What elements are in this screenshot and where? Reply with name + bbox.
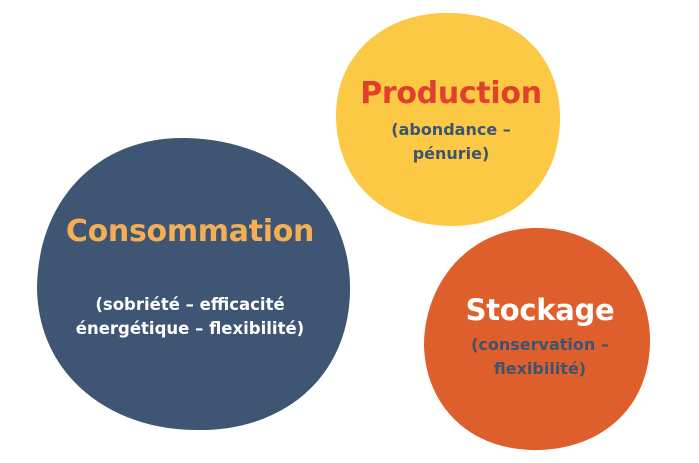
production-title: Production xyxy=(360,76,542,111)
production-circle xyxy=(336,12,560,226)
production-subtitle-line1: (abondance – xyxy=(391,120,511,139)
stockage-subtitle-line1: (conservation – xyxy=(471,335,609,354)
consommation-subtitle-line1: (sobriété – efficacité xyxy=(95,295,285,314)
stockage-subtitle: (conservation – flexibilité) xyxy=(428,333,652,381)
production-subtitle: (abondance – pénurie) xyxy=(340,118,562,166)
consommation-subtitle-line2: énergétique – flexibilité) xyxy=(75,319,305,338)
consommation-subtitle: (sobriété – efficacité énergétique – fle… xyxy=(40,293,340,341)
stockage-subtitle-line2: flexibilité) xyxy=(493,359,587,378)
consommation-circle xyxy=(37,137,351,431)
stockage-circle xyxy=(424,227,651,451)
production-subtitle-line2: pénurie) xyxy=(412,144,490,163)
consommation-title: Consommation xyxy=(65,214,315,249)
stockage-title: Stockage xyxy=(465,293,615,327)
